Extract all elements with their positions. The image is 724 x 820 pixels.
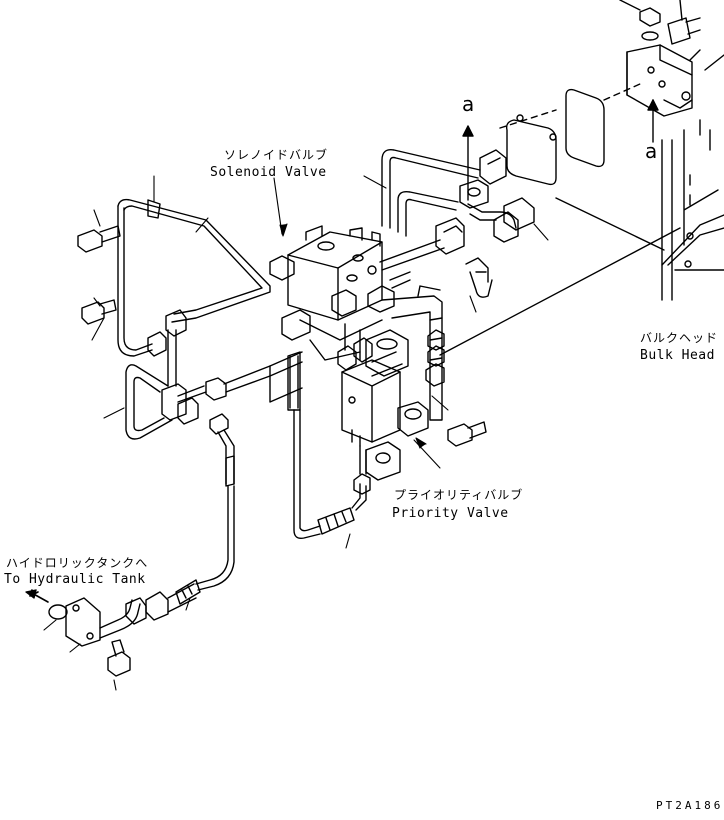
center-hose [287,351,371,540]
solenoid-valve-label-ja: ソレノイドバルブ [224,148,329,162]
leader-bracket [439,227,681,356]
ref-arrows [462,99,659,201]
drawing-code: PT2A186 [656,799,724,812]
priority-valve [337,329,429,481]
hydraulic-tank-label-ja: ハイドロリックタンクへ [6,556,149,570]
bracket-top-right [619,0,724,117]
loose-bolts [77,225,487,447]
cover-plates [499,83,641,186]
tank-fitting [25,579,201,677]
hydraulic-tank-label-en: To Hydraulic Tank [4,572,146,587]
ref-a-top: a [462,92,475,116]
leader-bulkhead [555,197,665,251]
leader-lines [43,175,549,691]
priority-valve-label-en: Priority Valve [392,506,509,521]
solenoid-valve-label-en: Solenoid Valve [210,165,327,180]
bulk-head-panel [661,119,724,301]
ref-a-right: a [645,139,658,163]
priority-valve-label-ja: プライオリティバルブ [394,488,524,502]
mounting-bracket [381,285,445,421]
left-pipes [117,198,303,591]
bulk-head-label-en: Bulk Head [640,348,715,363]
bulk-head-label-ja: バルクヘッド [640,331,719,345]
upper-pipes [379,149,535,298]
solenoid-valve-block [269,225,395,361]
